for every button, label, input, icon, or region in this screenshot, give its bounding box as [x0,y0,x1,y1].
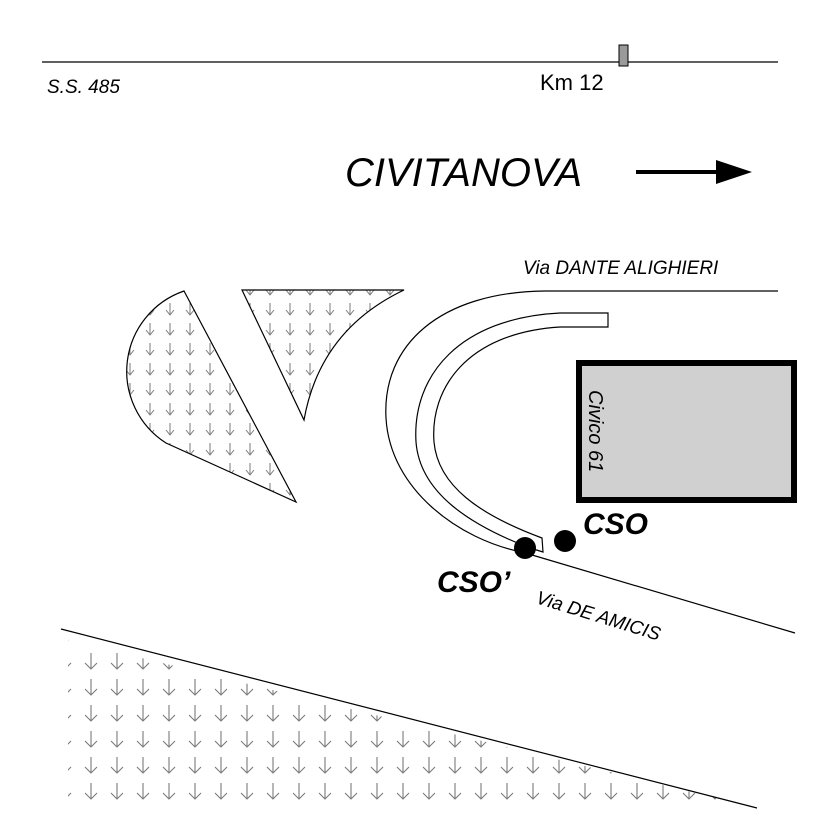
traffic-island [415,312,609,553]
building-civico-61 [576,360,797,503]
road-edge-bottom [60,628,758,809]
road-name-label: S.S. 485 [47,77,120,98]
direction-destination-label: CIVITANOVA [345,151,582,195]
km-marker-post [618,44,629,67]
street-label-de-amicis: Via DE AMICIS [534,588,664,646]
building-label: Civico 61 [584,390,606,472]
cso-label: CSO [583,508,648,541]
green-area-triangle [241,289,405,422]
cso-prime-label: CSO’ [437,566,511,599]
street-label-dante-alighieri: Via DANTE ALIGHIERI [523,258,719,279]
cso-prime-point-marker [514,537,536,559]
road-edge-outer-curve [385,290,778,553]
road-edge-de-amicis [521,551,796,634]
km-marker-label: Km 12 [540,70,604,95]
cso-point-marker [554,530,576,552]
green-area-semicircle [126,290,298,504]
direction-arrow-icon [636,160,752,184]
green-area-strip [68,640,757,808]
